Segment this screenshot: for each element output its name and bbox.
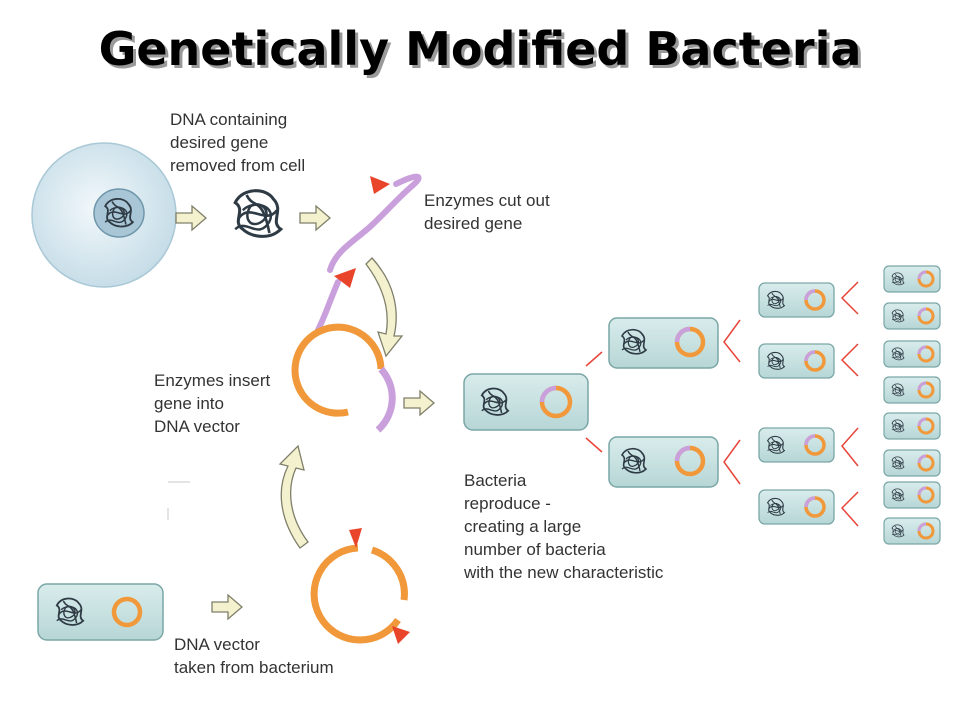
- open-plasmid: [310, 528, 410, 644]
- extracted-dna: [233, 189, 283, 238]
- arrow-icon: [211, 594, 243, 620]
- bacterium-original: [37, 583, 164, 641]
- label-enzymes-cut: Enzymes cut out desired gene: [424, 191, 550, 233]
- enzyme-icon: [334, 268, 356, 288]
- label-enzymes-insert: Enzymes insert gene into DNA vector: [154, 371, 271, 436]
- bacterium-recombinant: [463, 373, 589, 431]
- label-bacteria-reproduce: Bacteria reproduce - creating a large nu…: [464, 471, 664, 582]
- split-lines: [585, 351, 603, 453]
- split-lines: [723, 281, 859, 527]
- slide-title: Genetically Modified Bacteria: [98, 22, 862, 76]
- animal-cell: [31, 142, 177, 288]
- enzyme-icon: [370, 176, 390, 194]
- bacteria-gen1: [608, 317, 719, 488]
- curved-arrow-icon: [278, 444, 309, 549]
- bacteria-gen2: [758, 282, 835, 525]
- recombinant-plasmid: [291, 323, 396, 433]
- label-dna-removed: DNA containing desired gene removed from…: [170, 110, 306, 175]
- arrow-icon: [403, 390, 435, 416]
- cut-dna-strand: [315, 173, 422, 333]
- label-vector-taken: DNA vector taken from bacterium: [174, 635, 334, 677]
- enzyme-icon: [349, 528, 362, 548]
- enzyme-icon: [392, 626, 410, 644]
- arrow-icon: [175, 205, 207, 231]
- bacteria-gen3: [883, 265, 941, 545]
- arrow-icon: [299, 205, 331, 231]
- curved-arrow-icon: [365, 257, 404, 358]
